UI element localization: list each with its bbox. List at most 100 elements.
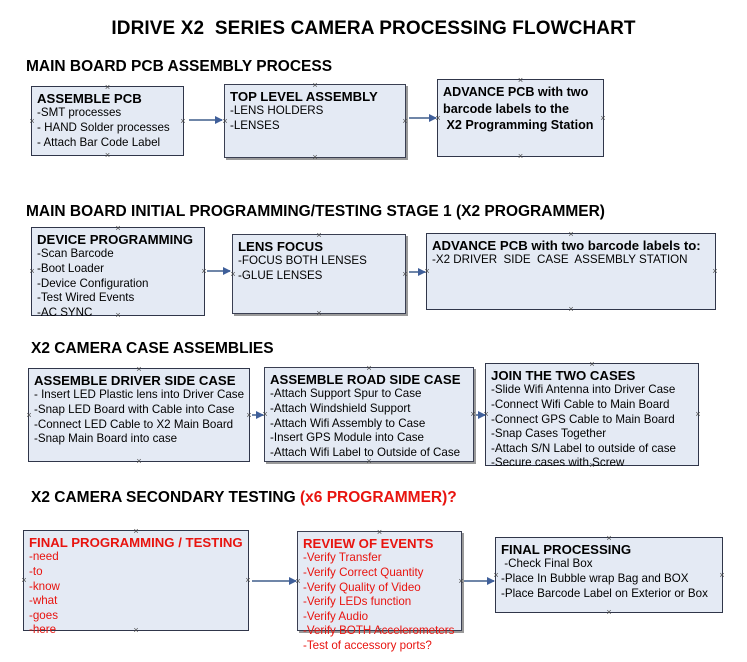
node-device-programming[interactable]: DEVICE PROGRAMMING -Scan Barcode -Boot L…	[29, 225, 205, 319]
node-line: -Check Final Box	[501, 557, 593, 571]
node-line-overflow: -Test of accessory ports?	[303, 638, 432, 652]
arrow-connector	[476, 411, 486, 419]
connection-handle[interactable]	[136, 458, 143, 465]
connection-handle[interactable]	[402, 271, 409, 278]
connection-handle[interactable]	[316, 310, 323, 317]
node-line: -what	[29, 594, 58, 608]
connection-handle[interactable]	[606, 609, 613, 616]
connection-handle[interactable]	[29, 118, 36, 125]
node-assemble-pcb[interactable]: ASSEMBLE PCB -SMT processes - HAND Solde…	[31, 86, 184, 156]
connection-handle[interactable]	[606, 535, 613, 542]
connection-handle[interactable]	[719, 572, 726, 579]
connection-handle[interactable]	[517, 77, 524, 84]
node-line: -LENSES	[230, 118, 280, 132]
arrow-connector	[464, 577, 495, 585]
connection-handle[interactable]	[316, 232, 323, 239]
connection-handle[interactable]	[136, 366, 143, 373]
node-line: -know	[29, 579, 60, 593]
arrow-connector	[252, 411, 264, 419]
page-title: IDRIVE X2 SERIES CAMERA PROCESSING FLOWC…	[111, 18, 636, 39]
section-heading-1: MAIN BOARD PCB ASSEMBLY PROCESS	[26, 58, 332, 76]
node-line: -Boot Loader	[37, 261, 105, 275]
connection-handle[interactable]	[245, 577, 252, 584]
node-line: -here	[29, 623, 57, 637]
node-line: -Insert GPS Module into Case	[270, 431, 425, 445]
connection-handle[interactable]	[366, 365, 373, 372]
connection-handle[interactable]	[600, 115, 607, 122]
node-line: - Insert LED Plastic lens into Driver Ca…	[34, 388, 245, 402]
node-assemble-road-side-case[interactable]: ASSEMBLE ROAD SIDE CASE -Attach Support …	[264, 367, 474, 462]
node-title: LENS FOCUS	[238, 239, 323, 254]
section-heading-1-text: MAIN BOARD PCB ASSEMBLY PROCESS	[26, 58, 333, 75]
connection-handle[interactable]	[376, 529, 383, 536]
node-review-of-events[interactable]: REVIEW OF EVENTS -Verify Transfer -Verif…	[297, 529, 462, 652]
node-lens-focus[interactable]: LENS FOCUS -FOCUS BOTH LENSES -GLUE LENS…	[232, 234, 406, 314]
node-line: -Scan Barcode	[37, 247, 114, 261]
node-line: barcode labels to the	[443, 101, 569, 116]
node-line: -Verify BOTH Accelerometers	[303, 624, 455, 638]
node-line: -goes	[29, 608, 59, 622]
node-line: X2 Programming Station	[443, 118, 594, 133]
node-join-the-two-cases[interactable]: JOIN THE TWO CASES -Slide Wifi Antenna i…	[485, 361, 702, 469]
node-line: -AC SYNC	[37, 305, 93, 319]
connection-handle[interactable]	[568, 306, 575, 313]
node-title: ASSEMBLE ROAD SIDE CASE	[270, 372, 461, 387]
node-title: ADVANCE PCB with two barcode labels to:	[432, 238, 701, 253]
node-title: ASSEMBLE DRIVER SIDE CASE	[34, 373, 236, 388]
connection-handle[interactable]	[517, 153, 524, 160]
node-final-processing[interactable]: FINAL PROCESSING -Check Final Box -Place…	[495, 537, 723, 613]
connection-handle[interactable]	[104, 84, 111, 91]
node-line: -Connect GPS Cable to Main Board	[491, 412, 675, 426]
node-line: -Place In Bubble wrap Bag and BOX	[501, 571, 689, 585]
node-line: -Snap Cases Together	[491, 427, 607, 441]
node-advance-pcb-programming-station[interactable]: ADVANCE PCB with two barcode labels to t…	[437, 79, 604, 157]
connection-handle[interactable]	[589, 361, 596, 368]
section-heading-3-text: X2 CAMERA CASE ASSEMBLIES	[31, 340, 274, 357]
connection-handle[interactable]	[133, 528, 140, 535]
node-line: -Secure cases with Screw	[491, 456, 625, 470]
node-line: -Connect LED Cable to X2 Main Board	[34, 417, 234, 431]
section-heading-4-text: X2 CAMERA SECONDARY TESTING	[31, 489, 300, 506]
node-line: -SMT processes	[37, 106, 122, 120]
node-line: -Verify Audio	[303, 609, 369, 623]
connection-handle[interactable]	[29, 268, 36, 275]
node-line: -need	[29, 550, 59, 564]
node-title: JOIN THE TWO CASES	[491, 368, 636, 383]
node-line: -Attach Wifi Label to Outside of Case	[270, 445, 461, 459]
node-line: ADVANCE PCB with two	[443, 85, 589, 99]
node-line: -Snap Main Board into case	[34, 432, 178, 446]
node-line: -Connect Wifi Cable to Main Board	[491, 397, 670, 411]
connection-handle[interactable]	[180, 118, 187, 125]
connection-handle[interactable]	[568, 231, 575, 238]
connection-handle[interactable]	[115, 225, 122, 232]
node-assemble-driver-side-case[interactable]: ASSEMBLE DRIVER SIDE CASE - Insert LED P…	[28, 368, 250, 462]
connection-handle[interactable]	[26, 412, 33, 419]
connection-handle[interactable]	[312, 82, 319, 89]
section-heading-3: X2 CAMERA CASE ASSEMBLIES	[31, 340, 274, 358]
node-line: -to	[29, 564, 43, 578]
node-final-programming-testing[interactable]: FINAL PROGRAMMING / TESTING -need -to -k…	[21, 528, 252, 636]
node-top-level-assembly[interactable]: TOP LEVEL ASSEMBLY -LENS HOLDERS -LENSES	[224, 84, 406, 158]
connection-handle[interactable]	[21, 577, 28, 584]
node-advance-pcb-driver-side-case[interactable]: ADVANCE PCB with two barcode labels to: …	[426, 233, 716, 310]
node-title: DEVICE PROGRAMMING	[37, 232, 194, 247]
node-line: -Slide Wifi Antenna into Driver Case	[491, 383, 676, 397]
node-line: -Device Configuration	[37, 276, 149, 290]
arrow-connector	[252, 577, 297, 585]
connection-handle[interactable]	[695, 411, 702, 418]
node-line: -Snap LED Board with Cable into Case	[34, 402, 235, 416]
connection-handle[interactable]	[402, 118, 409, 125]
connection-handle[interactable]	[312, 154, 319, 161]
section-heading-2: MAIN BOARD INITIAL PROGRAMMING/TESTING S…	[26, 203, 605, 221]
node-line: -X2 DRIVER SIDE CASE ASSEMBLY STATION	[432, 253, 688, 267]
connection-handle[interactable]	[104, 152, 111, 159]
connection-handle[interactable]	[712, 268, 719, 275]
section-heading-4-accent: (x6 PROGRAMMER)?	[300, 489, 457, 506]
node-line: -Attach Windshield Support	[270, 401, 411, 415]
arrow-connector	[409, 268, 426, 276]
node-line: -LENS HOLDERS	[230, 104, 324, 118]
node-title: FINAL PROGRAMMING / TESTING	[29, 535, 243, 550]
node-line: -Attach Support Spur to Case	[270, 387, 422, 401]
arrow-connector	[409, 114, 437, 122]
